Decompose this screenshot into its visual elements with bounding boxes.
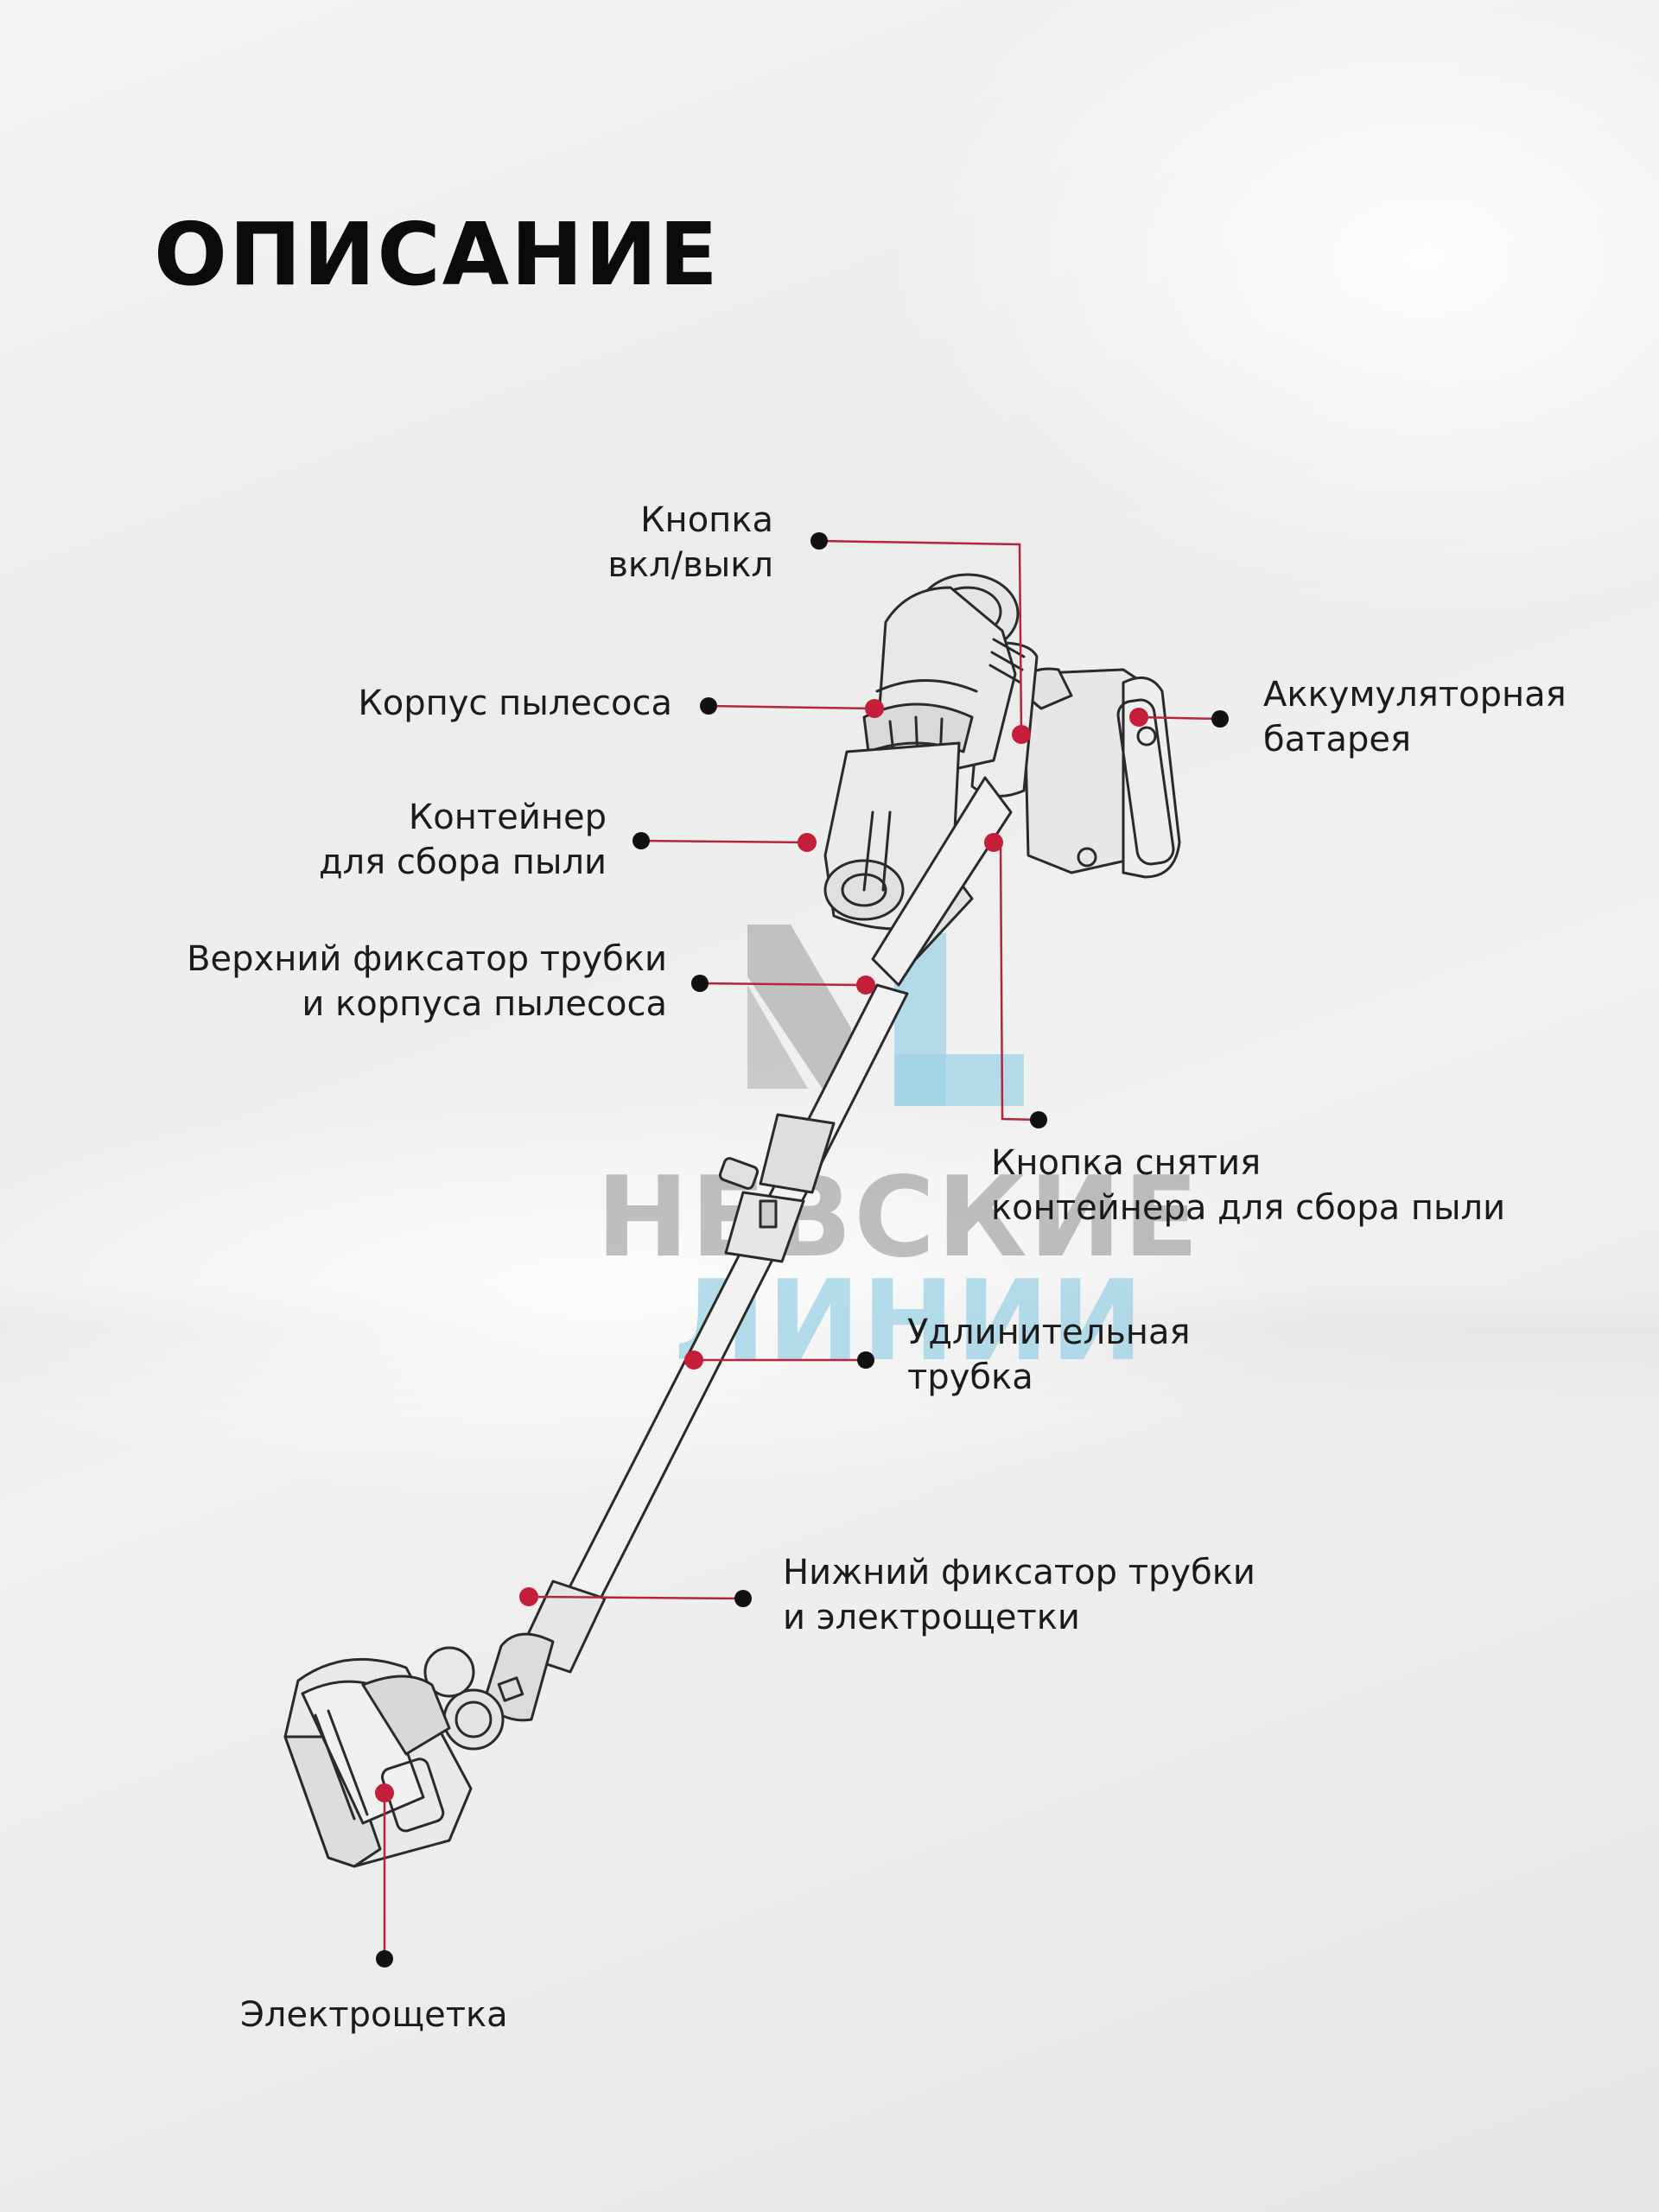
marker-battery [1129,708,1148,727]
endpoint-upper-lock [691,975,709,992]
label-lower-lock: Нижний фиксатор трубки и электрощетки [783,1553,1255,1637]
marker-release [984,833,1003,852]
label-body: Корпус пылесоса [358,683,672,723]
label-dust-container: Контейнер для сбора пыли [318,798,607,882]
leader-power [818,539,1023,735]
endpoint-brush [376,1950,393,1967]
label-container-release: Кнопка снятия контейнера для сбора пыли [991,1143,1506,1228]
label-dots [376,532,1229,1967]
leader-body [708,704,875,710]
label-upper-lock: Верхний фиксатор трубки и корпуса пылесо… [187,939,667,1024]
battery-drawing [1022,668,1181,879]
endpoint-battery [1211,710,1229,728]
marker-dots [375,699,1148,1802]
leader-release [994,841,1039,1122]
label-battery: Аккумуляторная батарея [1263,675,1567,760]
endpoint-release [1030,1111,1047,1128]
endpoint-tube [857,1351,874,1369]
marker-lower-lock [519,1587,538,1606]
neck-drawing [423,1580,607,1751]
leader-battery [1138,715,1221,721]
brush-drawing [283,1657,473,1868]
page-title: ОПИСАНИЕ [154,204,720,305]
marker-power [1012,725,1031,744]
endpoint-power [810,532,828,550]
leader-upper-lock [699,982,867,987]
leader-container [640,839,808,844]
label-extension-tube: Удлинительная трубка [907,1313,1191,1397]
vacuum-drawing [283,573,1181,1868]
marker-body [865,699,884,718]
motor-drawing [862,573,1026,779]
tube-drawing [564,983,909,1609]
marker-brush [375,1783,394,1802]
endpoint-lower-lock [734,1590,752,1607]
endpoint-body [700,697,717,715]
label-brush: Электрощетка [240,1995,508,2035]
watermark-line1: НЕВСКИЕ [596,1154,1201,1282]
marker-container [798,833,817,852]
marker-upper-lock [856,976,875,995]
marker-tube [684,1351,703,1370]
leader-lower-lock [528,1595,744,1600]
endpoint-container [632,832,650,849]
label-power-button: Кнопка вкл/выкл [607,500,773,585]
leader-lines [383,539,1221,1959]
